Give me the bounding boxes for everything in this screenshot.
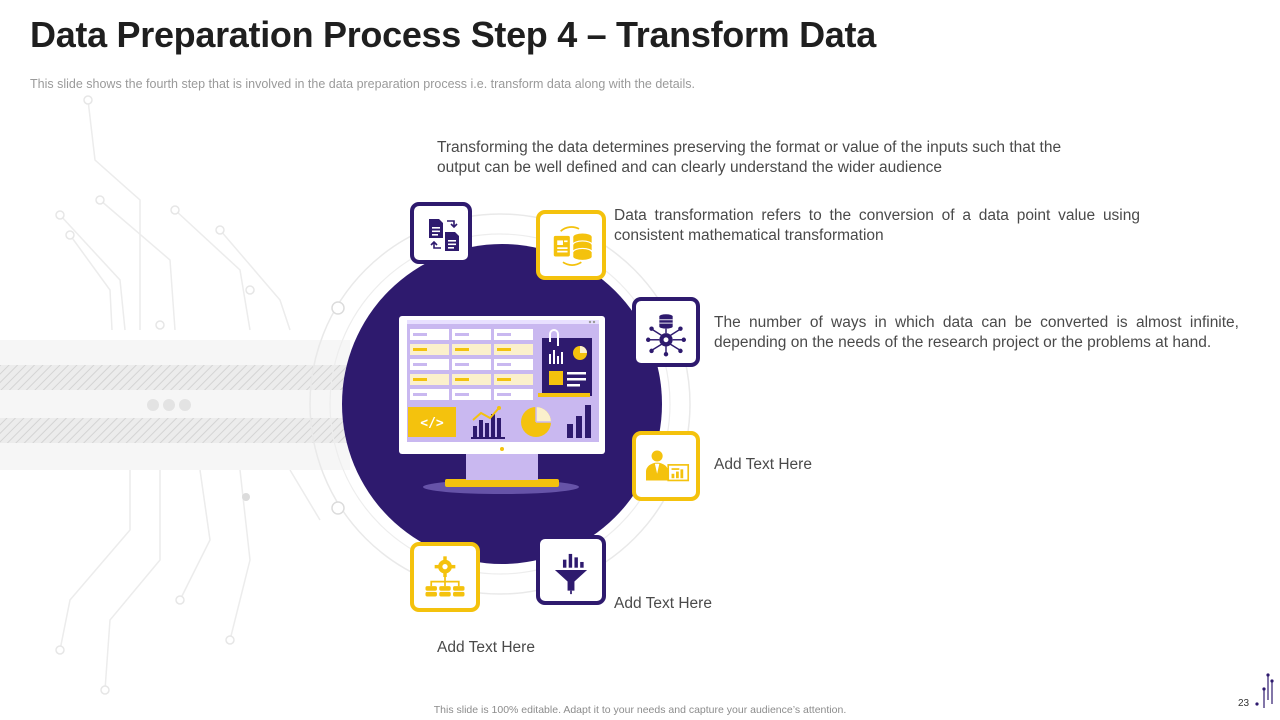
slide-subtitle: This slide shows the fourth step that is…	[30, 77, 695, 91]
point-text-4: Add Text Here	[714, 456, 812, 473]
corner-circuit-icon	[1255, 673, 1274, 708]
database-transform-icon	[536, 210, 606, 280]
page-number: 23	[1238, 698, 1250, 709]
funnel-chart-icon	[536, 535, 606, 605]
gear-hierarchy-icon	[410, 542, 480, 612]
slide-title: Data Preparation Process Step 4 – Transf…	[30, 14, 876, 55]
point-text-3: The number of ways in which data can be …	[714, 314, 1239, 351]
point-text-1: Transforming the data determines preserv…	[437, 139, 1062, 176]
outer-ring	[309, 213, 691, 595]
data-network-gear-icon	[632, 297, 700, 367]
monitor-illustration: </>	[399, 316, 605, 494]
slide-footer: This slide is 100% editable. Adapt it to…	[433, 704, 847, 716]
point-text-5: Add Text Here	[614, 595, 712, 612]
point-text-2: Data transformation refers to the conver…	[614, 207, 1140, 244]
code-symbol: </>	[420, 416, 444, 431]
point-text-6: Add Text Here	[437, 639, 535, 656]
person-presentation-icon	[632, 431, 700, 501]
document-sync-icon	[410, 202, 472, 264]
middle-ring	[329, 233, 671, 575]
